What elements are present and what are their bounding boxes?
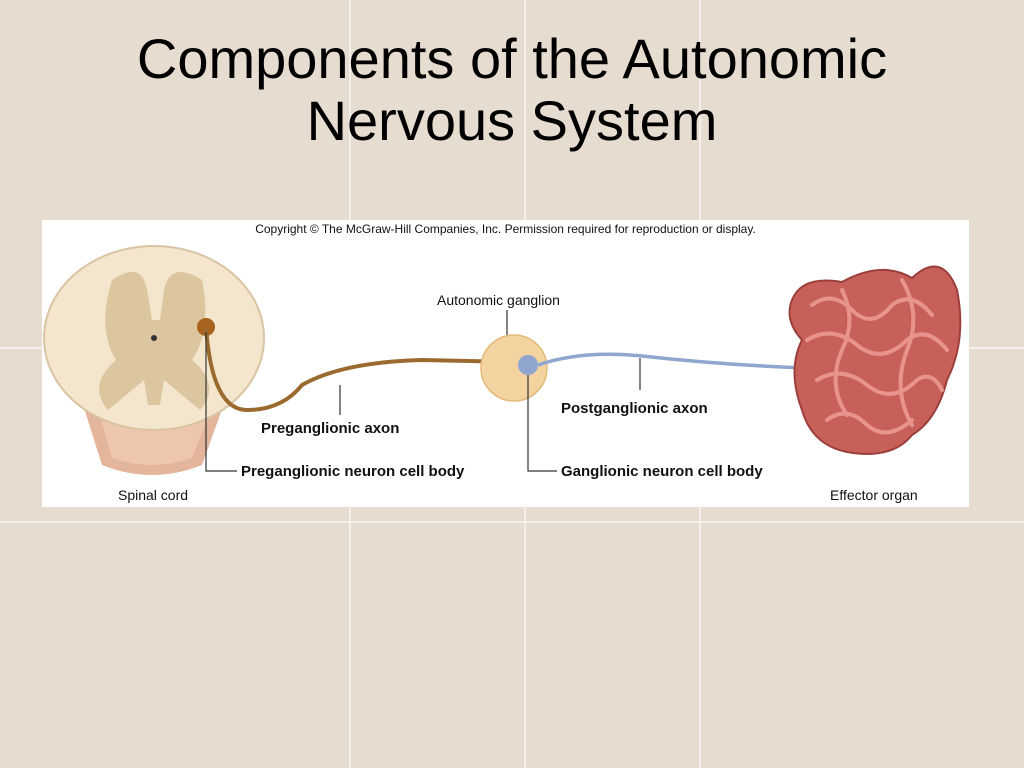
autonomic-ganglion-shape — [480, 334, 548, 402]
leader-lines — [205, 310, 641, 472]
postganglionic-axon-label: Postganglionic axon — [561, 400, 708, 417]
ans-diagram-drawing — [43, 245, 962, 475]
slide-title: Components of the Autonomic Nervous Syst… — [0, 28, 1024, 152]
preganglionic-axon-label: Preganglionic axon — [261, 420, 400, 437]
ganglionic-neuron-cell-body-label: Ganglionic neuron cell body — [561, 463, 763, 480]
slide-title-line-1: Components of the Autonomic — [136, 27, 888, 90]
spinal-cord-illustration — [43, 245, 265, 475]
ans-diagram: Copyright © The McGraw-Hill Companies, I… — [42, 220, 969, 507]
preganglionic-axon-line — [204, 326, 513, 413]
copyright-notice: Copyright © The McGraw-Hill Companies, I… — [255, 222, 756, 236]
slide-title-line-2: Nervous System — [306, 89, 718, 152]
spinal-cord-label: Spinal cord — [118, 487, 189, 503]
effector-organ-illustration — [788, 265, 962, 455]
autonomic-ganglion-label: Autonomic ganglion — [437, 292, 560, 308]
preganglionic-neuron-cell-body-label: Preganglionic neuron cell body — [241, 463, 465, 480]
ganglionic-neuron-cell-body-shape — [518, 355, 538, 375]
postganglionic-axon-line — [537, 352, 808, 370]
effector-organ-label: Effector organ — [830, 487, 918, 503]
